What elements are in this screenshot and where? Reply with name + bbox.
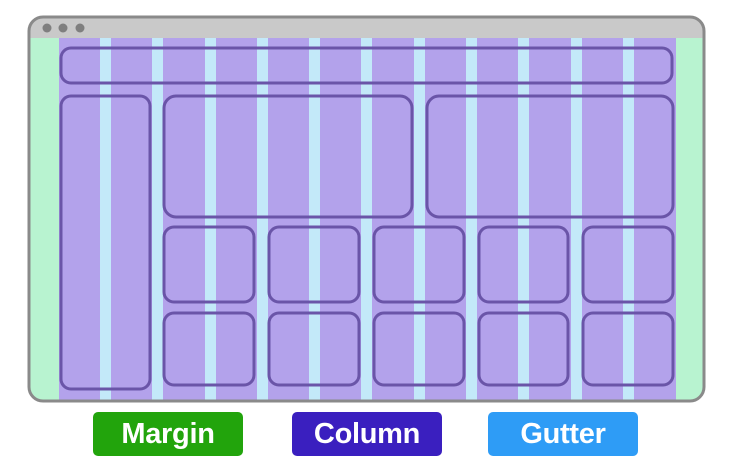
window-controls — [42, 23, 85, 33]
gutter-stripe — [466, 38, 477, 401]
window-dot-icon — [75, 23, 85, 33]
card-block — [267, 225, 361, 304]
sidebar-block — [59, 94, 152, 391]
card-block — [162, 311, 256, 387]
window-dot-icon — [58, 23, 68, 33]
gutters — [100, 38, 634, 401]
margin-right — [676, 17, 704, 401]
gutter-stripe — [623, 38, 634, 401]
legend-column: Column — [292, 412, 442, 456]
margin-left — [29, 17, 59, 401]
gutter-stripe — [361, 38, 372, 401]
gutter-stripe — [571, 38, 582, 401]
gutter-stripe — [257, 38, 268, 401]
window-titlebar — [29, 17, 704, 38]
legend-gutter: Gutter — [488, 412, 638, 456]
gutter-stripe — [152, 38, 163, 401]
header-block — [59, 46, 674, 85]
legend-margin: Margin — [93, 412, 243, 456]
card-block — [581, 311, 675, 387]
gutter-stripe — [518, 38, 529, 401]
gutter-stripe — [100, 38, 111, 401]
card-block — [477, 311, 570, 387]
feature-block-2 — [425, 94, 675, 219]
gutter-stripe — [205, 38, 216, 401]
gutter-stripe — [414, 38, 425, 401]
card-block — [477, 225, 570, 304]
card-block — [267, 311, 361, 387]
window-dot-icon — [42, 23, 52, 33]
card-block — [162, 225, 256, 304]
layout-blocks — [59, 46, 675, 391]
card-block — [581, 225, 675, 304]
grid-layout-diagram — [27, 15, 706, 403]
feature-block-1 — [162, 94, 414, 219]
browser-window-frame — [27, 15, 706, 403]
card-block — [372, 311, 466, 387]
gutter-stripe — [309, 38, 320, 401]
card-block — [372, 225, 466, 304]
